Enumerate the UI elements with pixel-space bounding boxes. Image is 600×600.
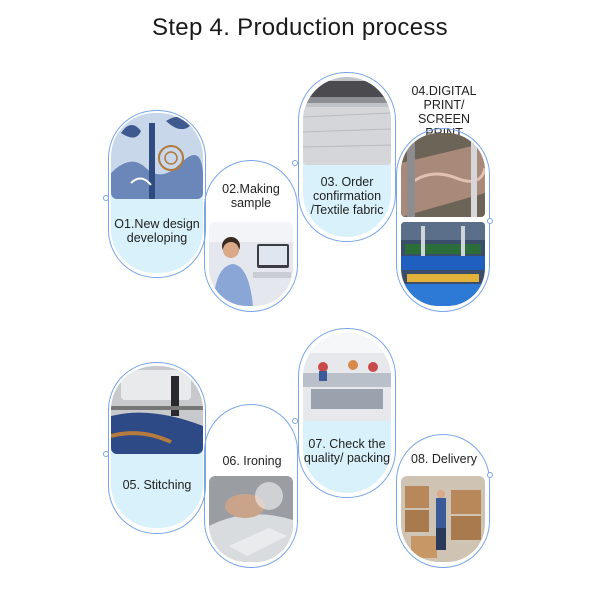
fabric-roll-photo xyxy=(303,77,391,165)
connector-dot xyxy=(103,451,109,457)
step-01-label: O1.New design developing xyxy=(114,217,200,245)
warehouse-delivery-photo xyxy=(401,476,485,562)
connector-dot xyxy=(487,218,493,224)
step-03-label: 03. Order confirmation /Textile fabric xyxy=(310,175,384,217)
connector-dot xyxy=(292,418,298,424)
floral-design-photo xyxy=(111,113,203,199)
step-07-outline xyxy=(298,328,396,498)
step-02-outline xyxy=(204,160,298,312)
step-08-outline xyxy=(396,434,490,568)
sewing-machine-photo xyxy=(111,366,203,454)
connector-dot xyxy=(103,195,109,201)
step-03-card: 03. Order confirmation /Textile fabric xyxy=(303,77,391,237)
step-07-label: 07. Check the quality/ packing xyxy=(303,437,391,465)
step-01-card: O1.New design developing xyxy=(111,113,203,273)
connector-dot xyxy=(487,472,493,478)
screen-print-machine-photo xyxy=(401,222,485,306)
designer-at-computer-photo xyxy=(209,222,293,306)
quality-check-photo xyxy=(303,333,391,421)
step-06-outline xyxy=(204,404,298,568)
page-title: Step 4. Production process xyxy=(152,14,448,41)
connector-dot xyxy=(292,160,298,166)
step-05-label: 05. Stitching xyxy=(122,478,192,492)
step-03-outline xyxy=(298,72,396,242)
ironing-photo xyxy=(209,476,293,562)
step-07-card: 07. Check the quality/ packing xyxy=(303,333,391,493)
digital-print-machine-photo xyxy=(401,133,485,217)
step-06-label: 06. Ironing xyxy=(222,454,282,468)
step-05-card: 05. Stitching xyxy=(111,366,203,528)
